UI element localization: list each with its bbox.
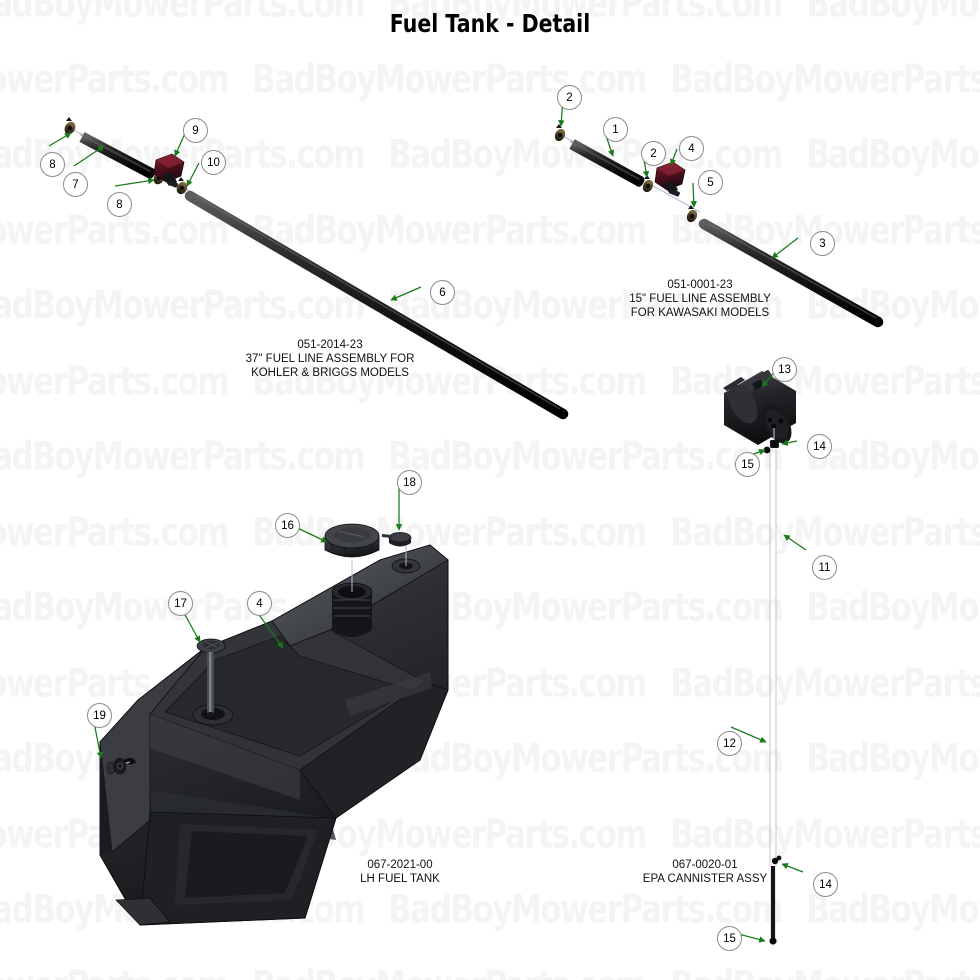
- leader-lines-kohler: [48, 130, 422, 301]
- callout-label: 7: [72, 178, 79, 191]
- part-14-clamp-upper: [770, 440, 779, 448]
- part-1-hose: [569, 139, 645, 187]
- callout-label: 9: [192, 124, 199, 137]
- assembly-fuel-line-kohler: [48, 117, 569, 420]
- cap-tank: 067-2021-00 LH FUEL TANK: [360, 859, 440, 885]
- part-15-clamp-lower: [769, 937, 777, 945]
- part-11-hose: [768, 450, 774, 866]
- assembly-lh-fuel-tank: [92, 484, 449, 926]
- callout-19[interactable]: 19: [87, 703, 112, 728]
- callout-label: 14: [813, 440, 826, 453]
- callout-12[interactable]: 12: [717, 731, 742, 756]
- callout-label: 8: [116, 198, 123, 211]
- callout-label: 18: [403, 476, 416, 489]
- callout-10[interactable]: 10: [201, 150, 226, 175]
- callout-label: 15: [741, 458, 754, 471]
- callout-label: 15: [723, 932, 736, 945]
- callout-15[interactable]: 15: [735, 452, 760, 477]
- callout-9[interactable]: 9: [183, 118, 208, 143]
- callout-label: 4: [688, 142, 695, 155]
- part-4-fuel-tank-body: [99, 544, 449, 926]
- cap-kawasaki: 051-0001-23 15" FUEL LINE ASSEMBLY FOR K…: [629, 279, 771, 319]
- callout-2[interactable]: 2: [641, 141, 666, 166]
- part-8-clamp-upper: [64, 117, 76, 135]
- callout-label: 1: [612, 123, 619, 136]
- callout-15[interactable]: 15: [717, 926, 742, 951]
- callout-4[interactable]: 4: [247, 591, 272, 616]
- callout-label: 13: [778, 363, 791, 376]
- callout-14[interactable]: 14: [813, 872, 838, 897]
- part-14-clamp-lower: [771, 855, 782, 865]
- callout-18[interactable]: 18: [397, 470, 422, 495]
- callout-label: 17: [174, 597, 187, 610]
- part-18-vent-cap: [382, 532, 412, 566]
- callout-2[interactable]: 2: [557, 85, 582, 110]
- part-12-hose: [774, 450, 780, 866]
- part-17-pickup-tube: [196, 638, 226, 716]
- callout-8[interactable]: 8: [40, 152, 65, 177]
- part-5-clamp: [686, 205, 698, 223]
- callout-1[interactable]: 1: [603, 117, 628, 142]
- callout-label: 3: [819, 237, 826, 250]
- part-9-fuel-filter: [153, 153, 185, 188]
- callout-label: 2: [566, 91, 573, 104]
- part-4-fuel-valve: [654, 161, 686, 197]
- callout-17[interactable]: 17: [168, 591, 193, 616]
- part-16-fuel-cap: [324, 523, 380, 592]
- assembly-epa-cannister: [723, 369, 807, 945]
- assembly-fuel-line-kawasaki: [554, 97, 884, 328]
- callout-6[interactable]: 6: [430, 280, 455, 305]
- callout-label: 11: [818, 561, 831, 574]
- callout-label: 16: [281, 519, 294, 532]
- part-6-long-hose: [184, 190, 569, 420]
- callout-label: 2: [650, 147, 657, 160]
- callout-label: 12: [723, 737, 736, 750]
- callout-16[interactable]: 16: [275, 513, 300, 538]
- callout-11[interactable]: 11: [812, 555, 837, 580]
- callout-label: 14: [819, 878, 832, 891]
- page-title: Fuel Tank - Detail: [389, 9, 591, 38]
- part-13-cannister: [723, 370, 796, 445]
- callout-5[interactable]: 5: [698, 170, 723, 195]
- callout-label: 5: [707, 176, 714, 189]
- part-7-hose: [79, 132, 156, 179]
- callout-label: 10: [207, 156, 220, 169]
- callout-label: 8: [49, 158, 56, 171]
- callout-label: 4: [256, 597, 263, 610]
- part-2-clamp-upper: [554, 124, 566, 142]
- callout-3[interactable]: 3: [810, 231, 835, 256]
- callout-4[interactable]: 4: [679, 136, 704, 161]
- part-10-clamp: [176, 177, 188, 195]
- callout-13[interactable]: 13: [772, 357, 797, 382]
- callout-label: 6: [439, 286, 446, 299]
- cap-epa: 067-0020-01 EPA CANNISTER ASSY: [642, 859, 768, 885]
- callout-label: 19: [93, 709, 106, 722]
- part-3-hose: [698, 218, 884, 328]
- callout-14[interactable]: 14: [807, 434, 832, 459]
- part-19-drain-plug: [106, 757, 131, 775]
- part-2-clamp-lower: [642, 175, 654, 193]
- cap-kohler: 051-2014-23 37" FUEL LINE ASSEMBLY FOR K…: [245, 339, 415, 379]
- callout-8[interactable]: 8: [107, 192, 132, 217]
- callout-7[interactable]: 7: [63, 172, 88, 197]
